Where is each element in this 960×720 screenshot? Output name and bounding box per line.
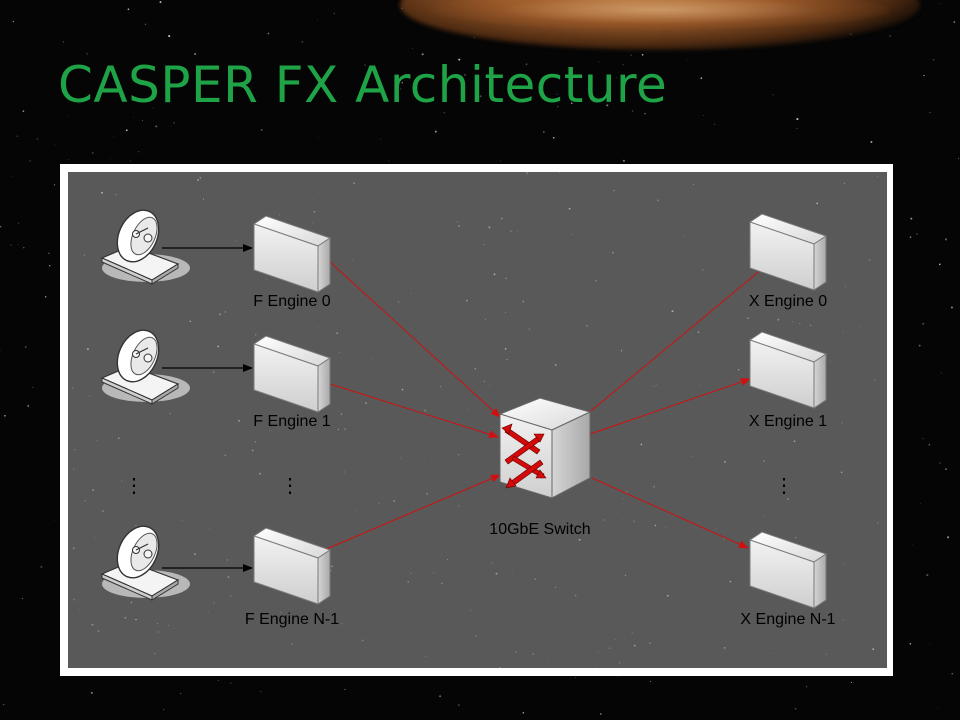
switch-to-x-arrow: [579, 263, 769, 421]
f-to-switch-arrow: [329, 383, 499, 439]
x-engine-1-box-icon: [749, 331, 827, 409]
architecture-diagram: F Engine 0 F Engine 1 F Engine N-1 X Eng…: [68, 172, 887, 668]
x-engine-n-1-label: X Engine N-1: [740, 611, 835, 628]
slide-title: CASPER FX Architecture: [58, 56, 668, 114]
x-engine-n-1-box-icon: [749, 531, 827, 609]
x-engine-ellipsis: ⋮: [774, 475, 794, 497]
f-to-switch-arrow: [329, 261, 501, 418]
antenna-dish-icon: [101, 518, 191, 601]
x-engine-0-box-icon: [749, 213, 827, 291]
f-to-switch-arrow: [323, 474, 501, 551]
switch-to-x-arrow: [591, 477, 749, 549]
network-switch-icon: [498, 397, 592, 499]
f-engine-0-box-icon: [253, 215, 331, 293]
switch-to-x-arrow: [589, 378, 751, 435]
antenna-dish-icon: [101, 322, 191, 405]
antenna-ellipsis: ⋮: [124, 475, 144, 497]
f-engine-0-label: F Engine 0: [253, 293, 330, 310]
f-engine-n-1-label: F Engine N-1: [245, 611, 339, 628]
x-engine-1-label: X Engine 1: [749, 413, 827, 430]
x-engine-0-label: X Engine 0: [749, 293, 827, 310]
f-engine-ellipsis: ⋮: [280, 475, 300, 497]
f-engine-n-1-box-icon: [253, 527, 331, 605]
switch-label: 10GbE Switch: [489, 521, 590, 538]
antenna-dish-icon: [101, 202, 191, 285]
f-engine-1-label: F Engine 1: [253, 413, 330, 430]
f-engine-1-box-icon: [253, 335, 331, 413]
